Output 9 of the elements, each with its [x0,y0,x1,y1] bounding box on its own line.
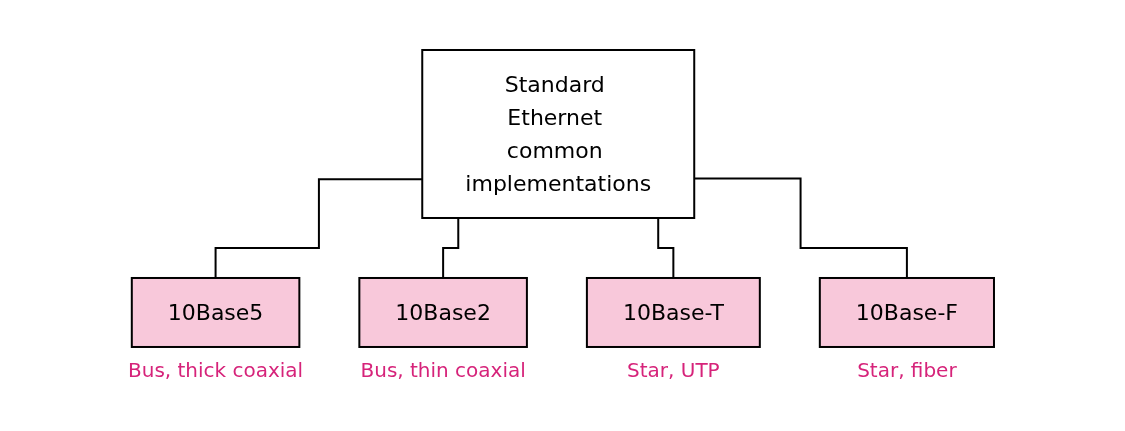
node-box: 10Base5 [130,276,301,348]
node-box: 10Base-F [818,276,995,348]
node-caption: Bus, thick coaxial [128,357,304,382]
node-box: 10Base2 [358,276,528,348]
node-caption: Bus, thin coaxial [360,357,526,382]
node-box: 10Base-T [585,276,761,348]
node-caption: Star, UTP [627,357,720,382]
node-caption: Star, fiber [857,357,957,382]
node-box: Standard Ethernet common implementations [421,48,696,219]
